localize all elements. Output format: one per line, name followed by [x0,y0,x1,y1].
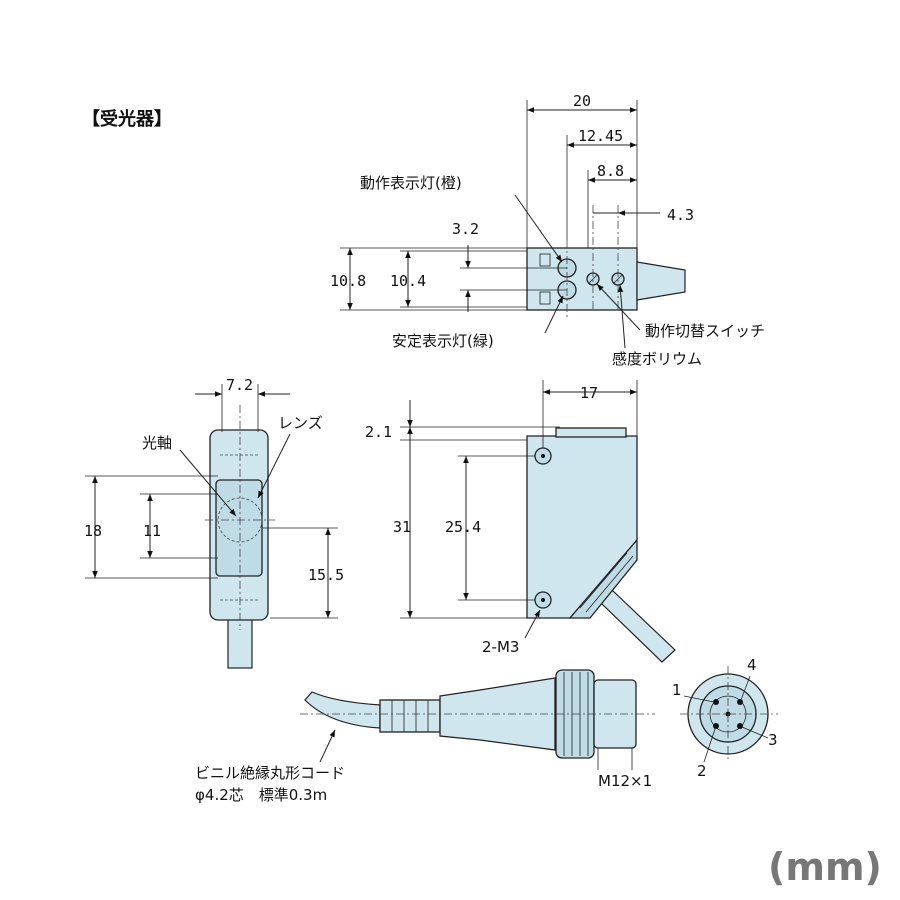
lens-circle [217,497,263,543]
cable-assembly: ビニル絶縁丸形コード φ4.2芯 標準0.3m M12×1 [195,669,655,804]
pin-2 [713,723,719,729]
pin-label-1: 1 [672,681,682,699]
label-cable-spec: φ4.2芯 標準0.3m [195,786,327,804]
label-sensitivity-volume: 感度ボリウム [612,350,702,368]
label-mount-holes: 2-M3 [482,638,519,656]
top-notch-upper [539,253,551,267]
dim-31: 31 [393,518,411,536]
top-view-cable [636,261,686,301]
dim-10-4: 10.4 [390,272,426,290]
label-stability-indicator: 安定表示灯(緑) [392,332,494,350]
top-view: 20 12.45 8.8 4.3 10.8 10.4 3.2 動作表示灯(橙) … [330,92,765,368]
label-optical-axis: 光軸 [142,434,172,452]
cable-body [304,691,381,729]
dim-11: 11 [143,522,161,540]
dim-3-2: 3.2 [452,220,479,238]
dim-8-8: 8.8 [597,162,624,180]
dim-18: 18 [84,522,102,540]
lens-window [215,479,263,577]
connector-pin-view: 1 4 3 2 [672,656,778,780]
label-operation-indicator: 動作表示灯(橙) [360,174,462,192]
label-mode-switch: 動作切替スイッチ [645,322,765,340]
pin-4 [737,699,743,705]
dim-2-1: 2.1 [365,423,392,441]
label-lens: レンズ [278,414,323,432]
pin-3 [737,723,743,729]
dim-25-4: 25.4 [445,518,481,536]
top-notch-lower [539,291,551,305]
dim-17: 17 [580,384,598,402]
front-view-top-tab [555,427,627,438]
unit-label: (mm) [768,845,882,889]
side-view: 7.2 18 11 15.5 光軸 レンズ [84,376,344,669]
label-cable: ビニル絶縁丸形コード [195,764,345,782]
dim-4-3: 4.3 [667,206,694,224]
dim-10-8: 10.8 [330,272,366,290]
dim-7-2: 7.2 [226,376,253,394]
front-view: 17 31 2.1 25.4 2-M3 [365,380,676,663]
front-view-cable [599,589,676,663]
dim-12-45: 12.45 [578,127,623,145]
pin-label-3: 3 [768,731,778,749]
dim-20: 20 [573,92,591,110]
front-view-bevel [568,538,638,619]
strain-relief [379,699,441,733]
pin-1 [713,699,719,705]
section-title: 【受光器】 [82,108,172,130]
dim-15-5: 15.5 [308,566,344,584]
pin-label-4: 4 [747,656,757,674]
label-connector-thread: M12×1 [598,772,652,790]
side-view-cable [227,617,253,669]
pin-label-2: 2 [697,762,707,780]
